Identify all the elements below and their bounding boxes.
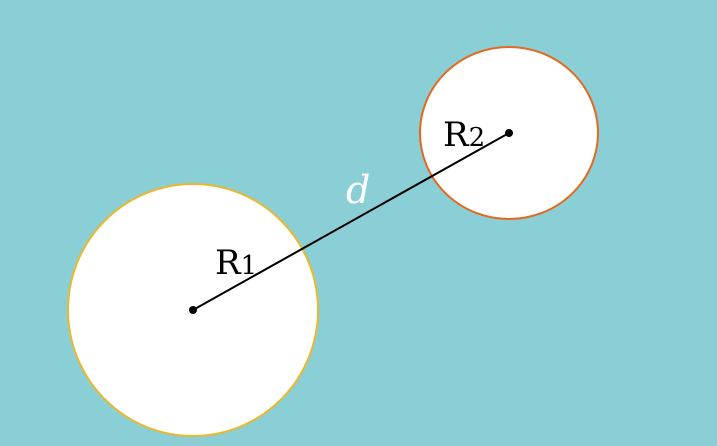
radius-label-2-letter: R (443, 115, 470, 155)
radius-label-2-subscript: 2 (469, 123, 486, 153)
radius-label-2: R2 (443, 115, 485, 155)
radius-label-1-letter: R (215, 243, 242, 283)
distance-line (192, 132, 510, 311)
distance-label: d (346, 168, 370, 212)
center-point-1 (189, 306, 197, 314)
radius-label-1-subscript: 1 (241, 251, 258, 281)
radius-label-1: R1 (215, 243, 257, 283)
center-point-2 (505, 129, 513, 137)
